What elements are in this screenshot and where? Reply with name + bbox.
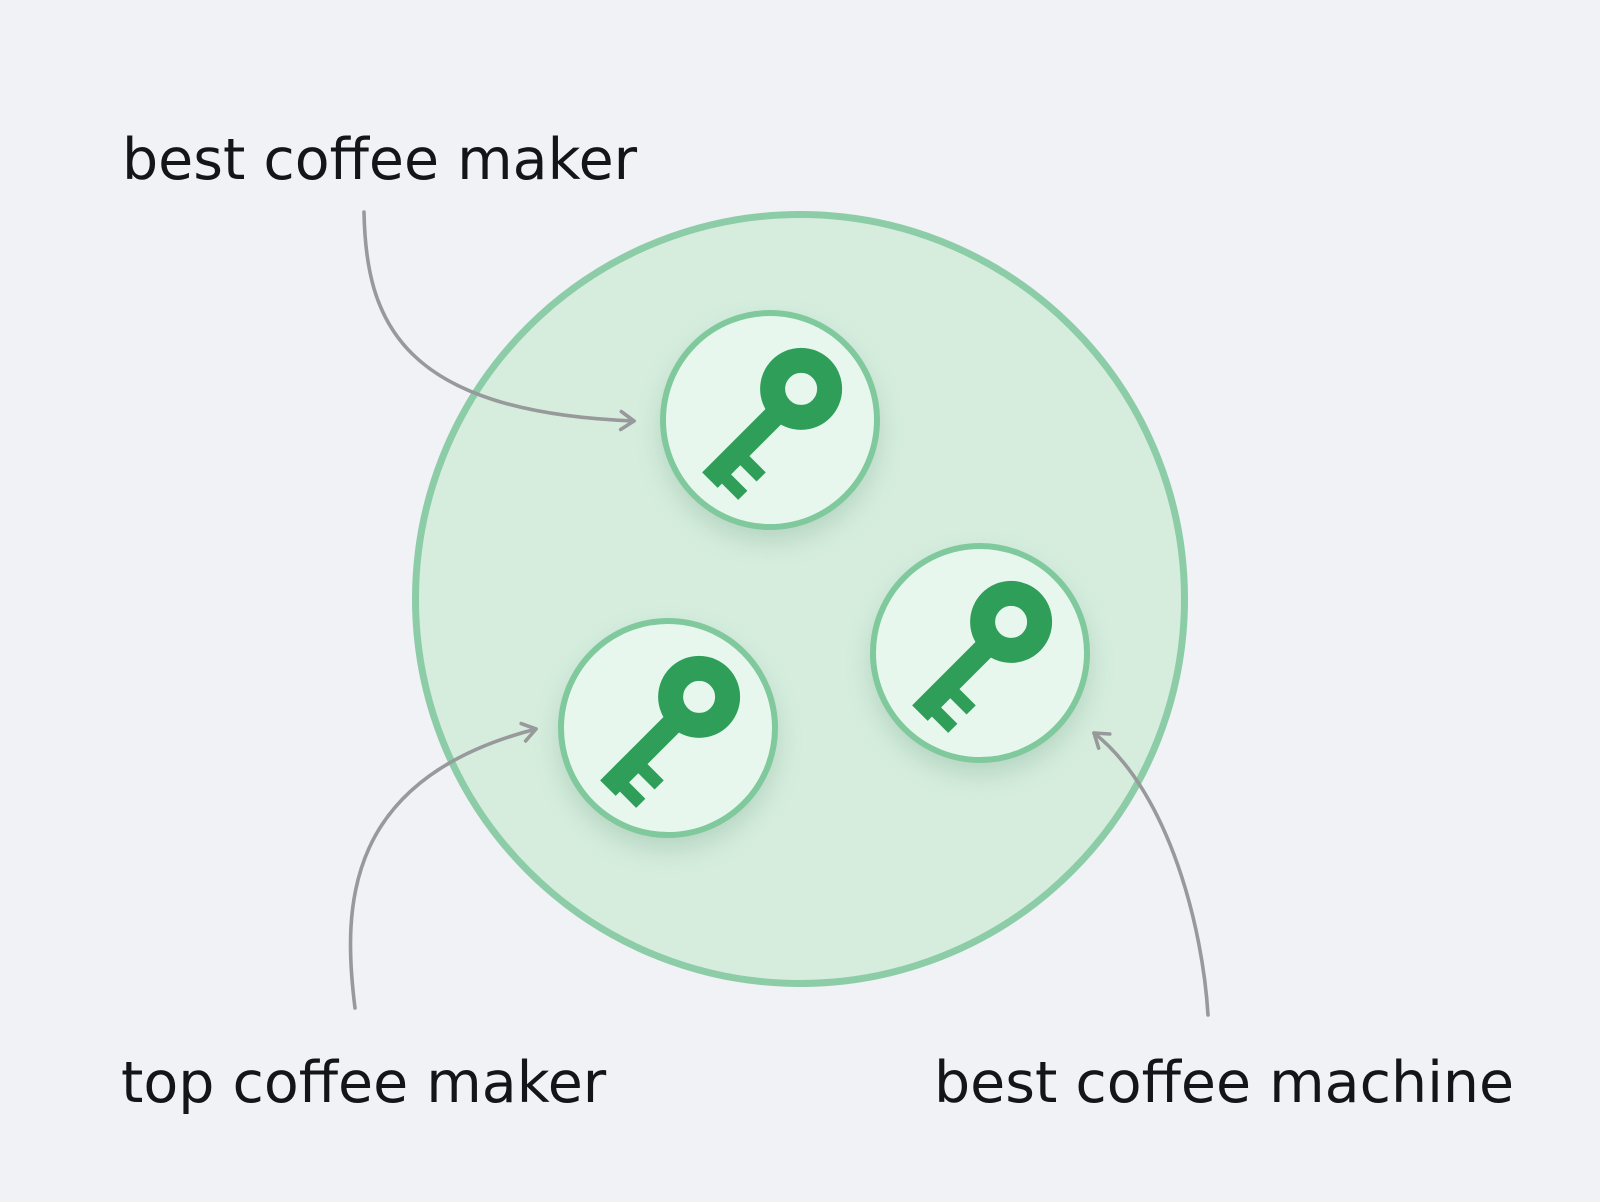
keyword-node-top-coffee-maker <box>558 618 778 838</box>
key-icon <box>600 655 741 808</box>
label-best-coffee-maker: best coffee maker <box>122 127 638 193</box>
label-top-coffee-maker: top coffee maker <box>121 1050 607 1116</box>
key-icon <box>702 347 843 500</box>
key-icon <box>912 580 1053 733</box>
label-best-coffee-machine: best coffee machine <box>934 1050 1515 1116</box>
keyword-node-best-coffee-maker <box>660 310 880 530</box>
keyword-node-best-coffee-machine <box>870 543 1090 763</box>
